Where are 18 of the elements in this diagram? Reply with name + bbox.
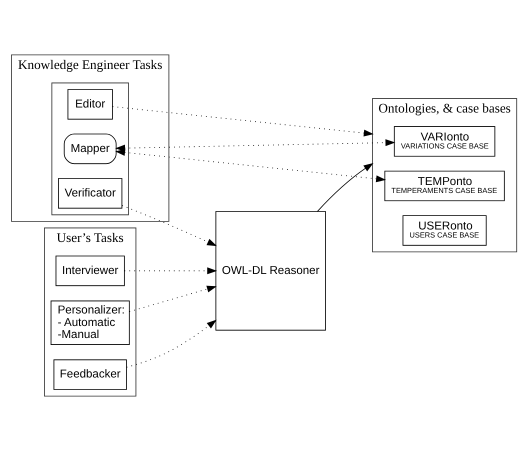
node-box: Interviewer xyxy=(56,256,125,286)
node-box: VARIonto VARIATIONS CASE BASE xyxy=(394,126,496,157)
node-box: Personalizer: - Automatic -Manual xyxy=(50,300,130,345)
node-box: Verificator xyxy=(58,178,122,209)
node-box: Editor xyxy=(68,89,113,120)
node-box: Mapper xyxy=(64,134,117,164)
arrow xyxy=(112,106,374,136)
arrow xyxy=(128,286,217,312)
node-box: Feedbacker xyxy=(54,359,127,390)
arrow xyxy=(122,205,217,246)
cluster xyxy=(51,82,129,216)
node-box: USERonto USERS CASE BASE xyxy=(402,215,487,246)
node-box: TEMPonto TEMPERAMENTS CASE BASE xyxy=(384,170,505,202)
arrow xyxy=(126,320,217,368)
arrow xyxy=(317,163,374,212)
node-box: OWL-DL Reasoner xyxy=(215,211,326,331)
arrow xyxy=(115,148,386,182)
arrow xyxy=(124,267,218,274)
